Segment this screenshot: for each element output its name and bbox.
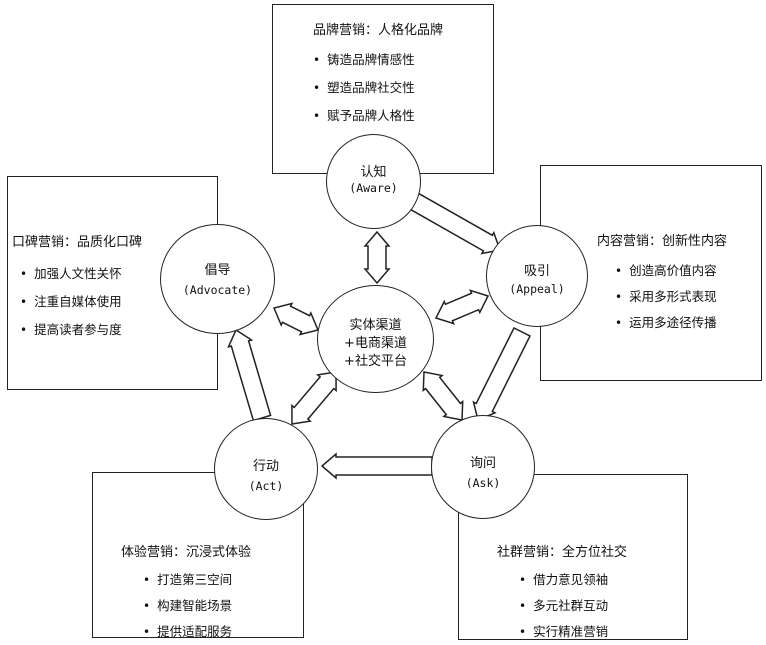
advocate-strategy-title: 口碑营销：品质化口碑 xyxy=(12,235,143,250)
list-item: 提高读者参与度 xyxy=(20,319,122,338)
appeal-node: 吸引 (Appeal) xyxy=(486,225,588,327)
list-item: 铸造品牌情感性 xyxy=(313,49,415,68)
appeal-node-english: (Appeal) xyxy=(509,282,565,296)
advocate-node-name: 倡导 xyxy=(204,263,231,278)
list-item: 采用多形式表现 xyxy=(615,286,717,305)
arrow-center-act xyxy=(291,371,337,425)
advocate-node: 倡导 (Advocate) xyxy=(160,224,275,334)
list-item: 加强人文性关怀 xyxy=(20,263,122,282)
aware-node-name: 认知 xyxy=(360,165,387,180)
arrow-aware-to-appeal xyxy=(406,191,502,255)
list-item: 塑造品牌社交性 xyxy=(313,77,415,96)
list-item: 多元社群互动 xyxy=(519,595,608,614)
arrow-ask-to-act xyxy=(320,452,433,480)
aware-node: 认知 (Aware) xyxy=(326,134,421,229)
ask-strategy-title: 社群营销：全方位社交 xyxy=(497,545,628,560)
act-node-english: (Act) xyxy=(248,479,284,493)
arrow-center-ask xyxy=(422,371,464,421)
list-item: 打造第三空间 xyxy=(143,569,232,588)
list-item: 创造高价值内容 xyxy=(615,260,717,279)
act-strategy-title: 体验营销：沉浸式体验 xyxy=(121,545,252,560)
aware-strategy-title: 品牌营销：人格化品牌 xyxy=(313,23,444,38)
center-line: +社交平台 xyxy=(344,354,407,369)
ask-strategy-box: 社群营销：全方位社交 借力意见领袖 多元社群互动 实行精准营销 xyxy=(458,474,688,640)
arrow-act-to-advocate xyxy=(227,328,272,422)
arrow-center-advocate xyxy=(272,302,320,336)
center-line: +电商渠道 xyxy=(344,336,407,351)
ask-node-english: (Ask) xyxy=(465,476,501,490)
act-node-name: 行动 xyxy=(252,459,279,474)
list-item: 注重自媒体使用 xyxy=(20,291,122,310)
arrow-appeal-to-ask xyxy=(472,326,532,422)
list-item: 赋予品牌人格性 xyxy=(313,105,415,124)
appeal-node-name: 吸引 xyxy=(523,264,550,279)
arrow-center-appeal xyxy=(434,289,490,325)
ask-node-name: 询问 xyxy=(469,456,496,471)
list-item: 构建智能场景 xyxy=(143,595,232,614)
ask-node: 询问 (Ask) xyxy=(431,415,535,519)
list-item: 实行精准营销 xyxy=(519,621,608,640)
appeal-strategy-title: 内容营销：创新性内容 xyxy=(597,234,728,249)
advocate-node-english: (Advocate) xyxy=(182,283,253,297)
aware-node-english: (Aware) xyxy=(349,181,398,195)
act-node: 行动 (Act) xyxy=(214,418,318,520)
arrow-center-aware xyxy=(363,230,391,285)
center-line: 实体渠道 xyxy=(349,318,402,333)
list-item: 借力意见领袖 xyxy=(519,569,608,588)
list-item: 运用多途径传播 xyxy=(615,312,717,331)
center-channel-node: 实体渠道 +电商渠道 +社交平台 xyxy=(317,285,434,393)
list-item: 提供适配服务 xyxy=(143,621,232,640)
